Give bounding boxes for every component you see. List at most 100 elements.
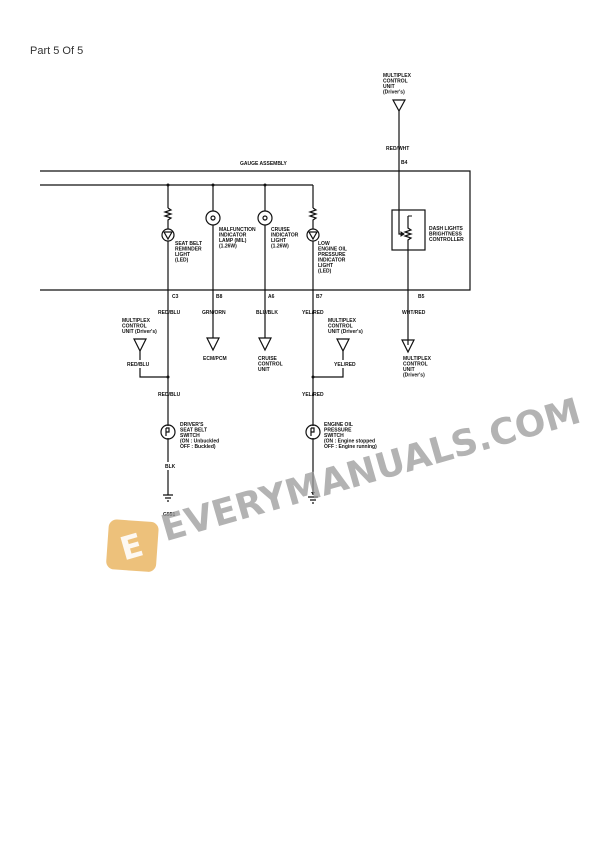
diagram-label: UNIT [403, 367, 415, 373]
resistor-icon [163, 207, 173, 223]
diagram-label: (ON : Unbuckled [180, 439, 219, 445]
everymanuals-logo: E [106, 519, 159, 572]
diagram-label: (Driver's) [383, 90, 405, 96]
diagram-label: WHT/RED [402, 310, 426, 316]
connector-triangle [133, 338, 147, 353]
diagram-label: CRUISE [271, 227, 291, 233]
led-icon [161, 228, 175, 242]
ecm-pcm-label: ECM/PCM [203, 356, 227, 362]
diagram-label: CONTROLLER [429, 237, 464, 243]
diagram-label: (Driver's) [403, 373, 425, 379]
connector-triangle [206, 337, 220, 352]
diagram-label: INDICATOR [271, 233, 299, 239]
diagram-label: (1.26W) [271, 244, 289, 250]
led-icon [306, 228, 320, 242]
bulb-icon [257, 210, 273, 226]
connector-triangle [336, 338, 350, 353]
pin-label: B4 [401, 160, 408, 166]
diagram-label: RED/BLU [158, 392, 181, 398]
ground-icon [308, 492, 318, 504]
diagram-label: ENGINE OIL [324, 422, 353, 428]
resistor-icon [308, 207, 318, 223]
diagram-label: CONTROL [328, 324, 353, 330]
diagram-label: SWITCH [180, 433, 200, 439]
diagram-label: UNIT (Driver's) [328, 329, 363, 335]
diagram-label: CRUISE [258, 356, 278, 362]
diagram-label: PRESSURE [324, 428, 352, 434]
diagram-label: (LED) [318, 269, 332, 275]
diagram-label: DRIVER'S [180, 422, 204, 428]
diagram-label: INDICATOR [219, 233, 247, 239]
diagram-label: MALFUNCTION [219, 227, 256, 233]
diagram-label: CONTROL [258, 362, 283, 368]
diagram-label: (ON : Engine stopped [324, 439, 375, 445]
diagram-label: SWITCH [324, 433, 344, 439]
gauge-assembly-title: GAUGE ASSEMBLY [240, 161, 288, 167]
diagram-label: EVERYMANUALS.COM [157, 391, 586, 550]
diagram-label: LIGHT [318, 263, 333, 269]
diagram-label: B7 [316, 294, 323, 300]
diagram-label: BLU/BLK [256, 310, 278, 316]
diagram-label: RED/BLU [158, 310, 181, 316]
diagram-label: MULTIPLEX [328, 318, 357, 324]
diagram-label: CONTROL [403, 362, 428, 368]
switch-icon [305, 424, 321, 440]
diagram-label: GRN/ORN [202, 310, 226, 316]
switch-icon [160, 424, 176, 440]
diagram-label: LIGHT [271, 238, 286, 244]
diagram-label: BLK [165, 464, 176, 470]
diagram-label: PRESSURE [318, 252, 346, 258]
diagram-label: UNIT (Driver's) [122, 329, 157, 335]
ground-label: G551 [163, 512, 175, 518]
diagram-label: CONTROL [383, 79, 408, 85]
diagram-label: BRIGHTNESS [429, 232, 462, 238]
diagram-label: MULTIPLEX [122, 318, 151, 324]
wire-color: RED/WHT [386, 146, 409, 152]
diagram-label: RED/BLU [127, 362, 150, 368]
diagram-label: OFF : Buckled) [180, 444, 216, 450]
diagram-label: SEAT BELT [180, 428, 207, 434]
diagram-label: YEL/RED [302, 310, 324, 316]
diagram-label: INDICATOR [318, 258, 346, 264]
connector-triangle [391, 99, 407, 113]
diagram-label: REMINDER [175, 247, 202, 253]
diagram-label: UNIT [258, 367, 270, 373]
diagram-label: MULTIPLEX [383, 73, 412, 79]
connector-triangle [401, 339, 415, 354]
diagram-label: LIGHT [175, 252, 190, 258]
diagram-label: B8 [216, 294, 223, 300]
diagram-label: LAMP (MIL) [219, 238, 247, 244]
diagram-label: C3 [172, 294, 179, 300]
diagram-label: UNIT [383, 84, 395, 90]
diagram-label: DASH LIGHTS [429, 226, 464, 232]
diagram-label: MULTIPLEX [403, 356, 432, 362]
diagram-label: ENGINE OIL [318, 247, 347, 253]
connector-triangle [258, 337, 272, 352]
ground-icon [163, 494, 173, 502]
diagram-label: OFF : Engine running) [324, 444, 377, 450]
diagram-label: A6 [268, 294, 275, 300]
diagram-label: B5 [418, 294, 425, 300]
bulb-icon [205, 210, 221, 226]
watermark: E EVERYMANUALS.COM [106, 391, 586, 572]
page-label: Part 5 Of 5 [30, 45, 84, 57]
diagram-label: LOW [318, 241, 330, 247]
diagram-label: (LED) [175, 258, 189, 264]
diagram-label: YEL/RED [334, 362, 356, 368]
diagram-label: SEAT BELT [175, 241, 202, 247]
diagram-label: (1.26W) [219, 244, 237, 250]
